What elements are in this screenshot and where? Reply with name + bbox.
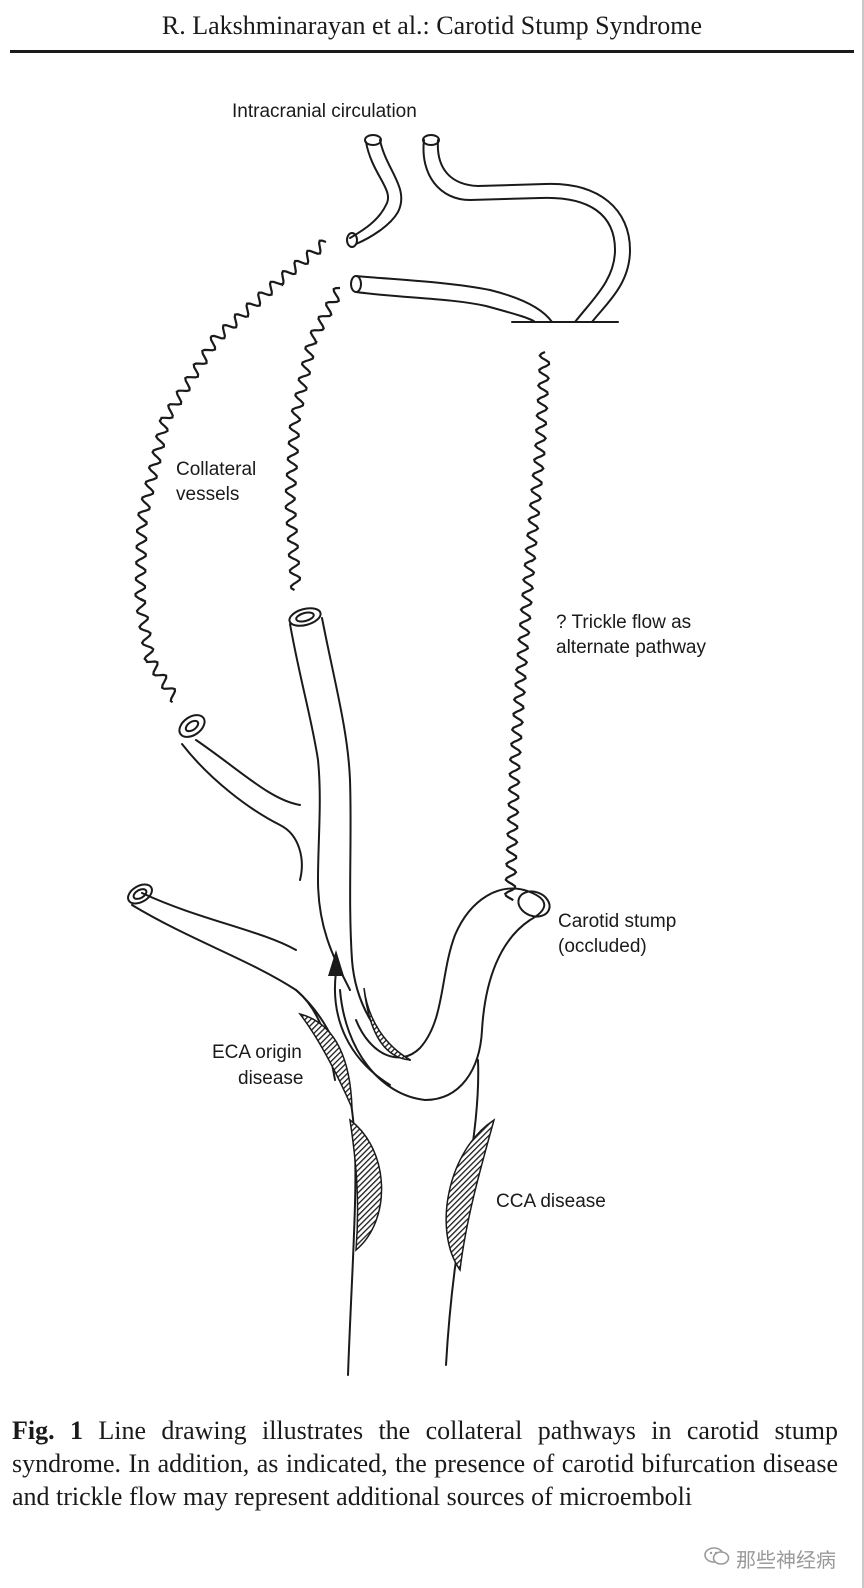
intracranial-arch-end: [422, 134, 440, 146]
intracranial-arch-outer: [422, 139, 617, 323]
carotid-figure: Intracranial circulation Collateral vess…: [127, 101, 706, 1376]
cca-left-plaque: [348, 1118, 383, 1252]
ica-top-opening: [288, 607, 322, 627]
bifurcation-plaque: [363, 987, 411, 1061]
ica-top-opening-inner: [295, 611, 315, 623]
middle-branch-opening-inner: [184, 719, 200, 733]
collateral-vessel-inner: [284, 286, 341, 592]
cca-right-plaque: [445, 1118, 496, 1273]
stump-loop-outer: [339, 887, 546, 1102]
flow-arrow-head: [328, 950, 344, 976]
wechat-icon: [704, 1546, 730, 1571]
intracranial-vessel-upper-left-inner: [355, 139, 403, 245]
middle-branch-opening: [178, 714, 206, 738]
label-stump-1: Carotid stump: [558, 911, 676, 932]
running-header: R. Lakshminarayan et al.: Carotid Stump …: [10, 6, 854, 53]
caption-text: Line drawing illustrates the collateral …: [12, 1416, 839, 1511]
intracranial-arch-inner: [436, 139, 632, 323]
watermark: 那些神经病: [704, 1544, 836, 1573]
lower-branch-top: [141, 892, 297, 951]
intracranial-vessel-end: [364, 134, 382, 146]
middle-branch-top: [195, 739, 301, 806]
intracranial-lower-vessel-end: [350, 275, 362, 293]
collateral-vessel-outer: [134, 239, 327, 704]
lower-branch-opening-inner: [132, 888, 148, 900]
label-trickle-2: alternate pathway: [556, 637, 706, 658]
label-collateral-2: vessels: [176, 484, 239, 505]
ica-right-wall: [321, 617, 411, 1061]
intracranial-lower-vessel-bottom: [355, 291, 536, 323]
eca-origin-plaque: [298, 1012, 353, 1109]
label-eca-1: ECA origin: [212, 1042, 302, 1063]
stump-occluded-end: [517, 890, 551, 918]
label-stump-2: (occluded): [558, 936, 647, 957]
trickle-flow-vessel: [503, 351, 551, 902]
intracranial-vessel-end-2: [346, 232, 358, 248]
label-eca-2: disease: [238, 1068, 304, 1089]
label-intracranial: Intracranial circulation: [232, 101, 417, 122]
middle-branch-bottom: [181, 743, 303, 881]
lower-branch-opening: [127, 883, 153, 905]
page-edge-rule: [862, 0, 864, 1588]
label-collateral-1: Collateral: [176, 459, 256, 480]
intracranial-vessel-upper-left: [349, 141, 389, 239]
caption-label: Fig. 1: [12, 1416, 83, 1445]
label-cca: CCA disease: [496, 1191, 606, 1212]
watermark-text: 那些神经病: [736, 1548, 836, 1572]
label-trickle-1: ? Trickle flow as: [556, 612, 691, 633]
flow-arrow-shaft: [334, 971, 391, 1086]
figure-caption: Fig. 1 Line drawing illustrates the coll…: [12, 1414, 838, 1513]
intracranial-lower-vessel-top: [355, 275, 553, 323]
ica-left-wall: [289, 623, 351, 991]
